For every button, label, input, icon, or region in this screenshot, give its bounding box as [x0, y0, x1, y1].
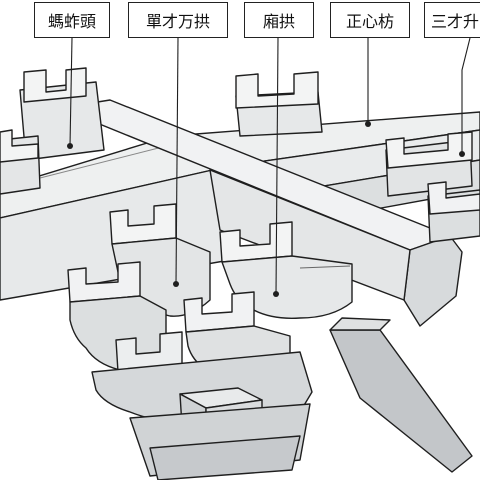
tail-face	[329, 329, 473, 473]
left-edge-cup	[0, 129, 41, 195]
tail-top	[329, 317, 391, 331]
mazhatou-block	[19, 67, 105, 161]
cross-arm	[59, 99, 463, 327]
angled-tail	[329, 317, 473, 473]
base-foot-lower	[149, 435, 301, 480]
leader-mazhatou	[69, 37, 73, 147]
right-cup-lower-cup	[427, 181, 480, 215]
middle-bracket-arm-1	[67, 261, 167, 371]
dot-danzaiwangong	[173, 281, 179, 287]
right-cup-upper-cup	[385, 131, 473, 169]
top-cup-block	[235, 71, 323, 137]
dot-xianggong	[273, 291, 279, 297]
label-zhengxinfang: 正心枋	[330, 2, 410, 38]
leader-sancai	[461, 37, 471, 154]
arm2-groove	[299, 265, 351, 269]
leader-lines	[69, 37, 471, 295]
right-cup-upper	[385, 131, 473, 197]
left-edge-cup-top	[0, 129, 39, 163]
label-xianggong: 廂拱	[244, 2, 314, 38]
leader-xianggong	[275, 37, 279, 295]
top-cup	[235, 71, 319, 109]
dot-sancai	[459, 151, 465, 157]
dot-mazhatou	[67, 143, 73, 149]
leader-danzaiwangong	[175, 37, 179, 285]
leader-dots	[67, 121, 465, 297]
base-block	[129, 387, 311, 480]
cross-arm-front	[209, 169, 411, 301]
mazhatou-cup	[23, 67, 87, 103]
label-mazhatou: 螞蚱頭	[34, 2, 110, 38]
cross-arm-side	[403, 235, 463, 327]
right-cup-lower	[427, 181, 480, 243]
dot-zhengxinfang	[365, 121, 371, 127]
label-sancai: 三才升	[424, 2, 480, 38]
label-danzaiwangong: 單才万拱	[128, 2, 228, 38]
